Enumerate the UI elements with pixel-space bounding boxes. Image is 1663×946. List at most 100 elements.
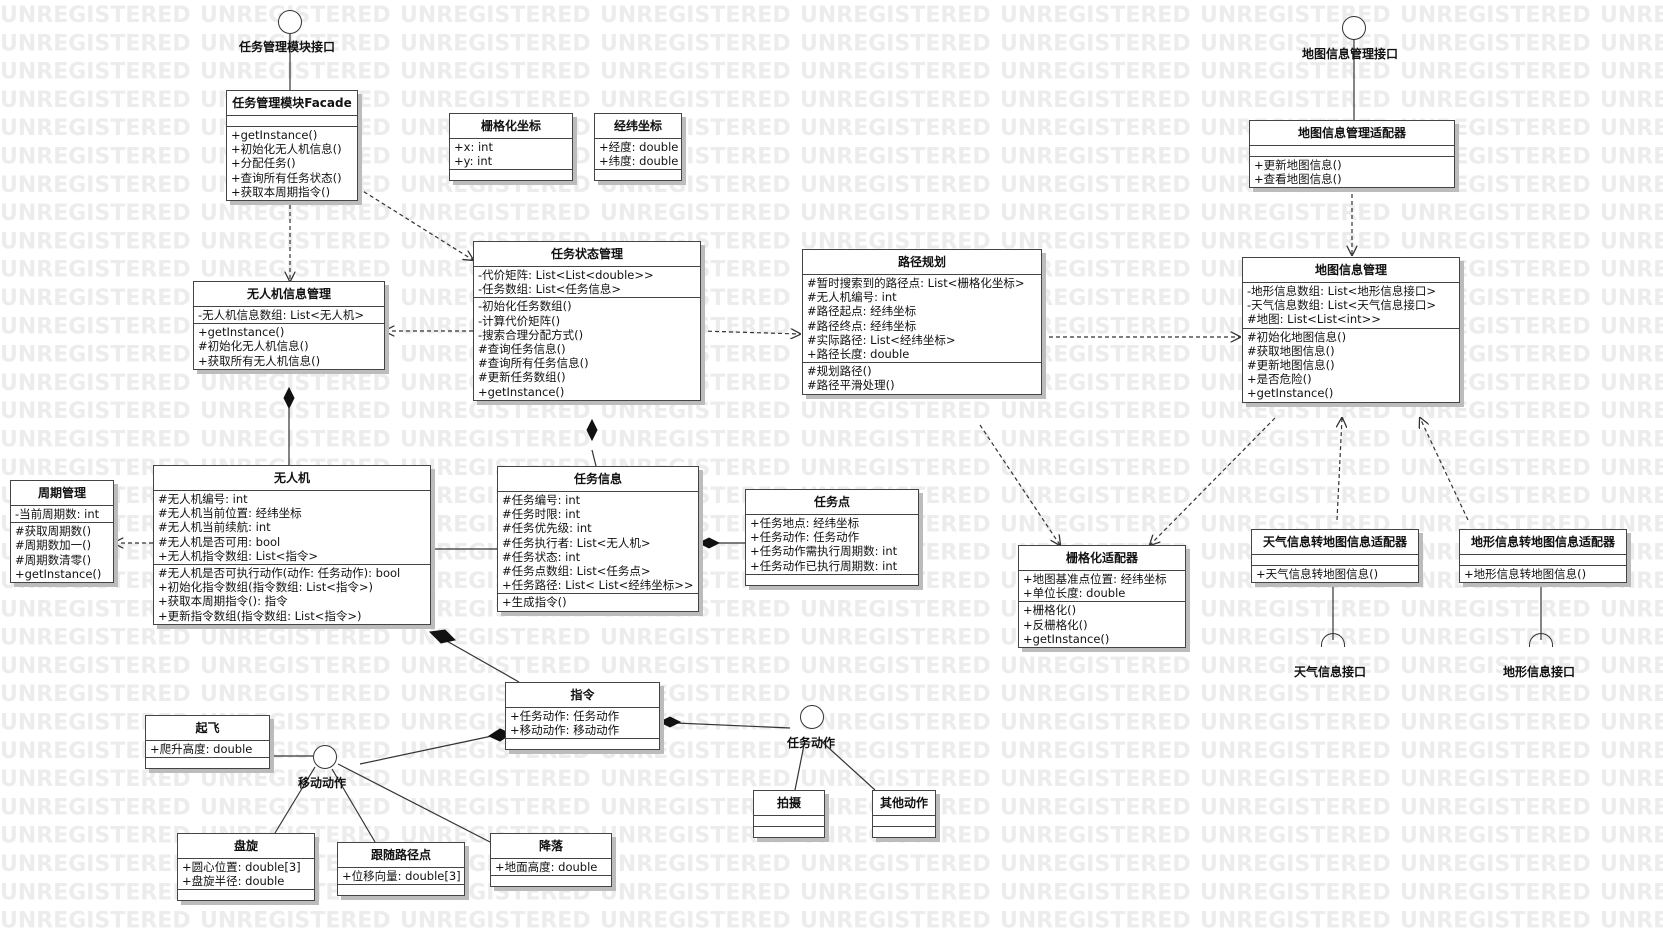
- class-takeoff[interactable]: 起飞+爬升高度: double: [145, 715, 270, 770]
- operation: +获取所有无人机信息(): [198, 353, 321, 368]
- class-map-adapter[interactable]: 地图信息管理适配器+更新地图信息()+查看地图信息(): [1249, 120, 1455, 189]
- attribute: #无人机是否可用: bool: [158, 534, 281, 549]
- move-to-follow: [331, 768, 376, 843]
- class-photo[interactable]: 拍摄: [753, 790, 825, 838]
- class-grid-adapter[interactable]: 栅格化适配器+地图基准点位置: 经纬坐标+单位长度: double+栅格化()+…: [1018, 545, 1186, 649]
- attribute: +单位长度: double: [1023, 586, 1126, 601]
- attributes-compartment: -当前周期数: int: [11, 506, 113, 524]
- operation: #查询所有任务信息(): [478, 356, 589, 371]
- operation: +是否危险(): [1247, 372, 1312, 387]
- operation: #更新地图信息(): [1247, 358, 1335, 373]
- class-task-info[interactable]: 任务信息#任务编号: int#任务时限: int#任务优先级: int#任务执行…: [497, 466, 699, 612]
- operation: +地形信息转地图信息(): [1464, 567, 1587, 581]
- move-to-hover: [274, 766, 316, 834]
- class-terrain-adapter[interactable]: 地形信息转地图信息适配器+地形信息转地图信息(): [1459, 529, 1627, 584]
- operations-compartment: [450, 170, 572, 180]
- operation: +生成指令(): [502, 595, 567, 610]
- class-name: 地图信息管理适配器: [1250, 121, 1454, 146]
- attribute: +y: int: [454, 154, 493, 169]
- move-to-land: [337, 763, 491, 843]
- attribute: +x: int: [454, 140, 493, 154]
- attributes-compartment: -代价矩阵: List<List<double>>-任务数组: List<任务信…: [474, 267, 700, 299]
- attribute: -无人机信息数组: List<无人机>: [198, 308, 365, 322]
- operations-compartment: #无人机是否可执行动作(动作: 任务动作): bool+初始化指令数组(指令数组…: [154, 565, 430, 624]
- class-follow-waypoint[interactable]: 跟随路径点+位移向量: double[3]: [337, 842, 465, 897]
- weather-adapter-to-map-mgr: [1337, 418, 1342, 521]
- class-name: 天气信息转地图信息适配器: [1252, 530, 1418, 555]
- attribute: +圆心位置: double[3]: [182, 860, 301, 874]
- attributes-compartment: +位移向量: double[3]: [338, 868, 464, 886]
- move-action-label: 移动动作: [298, 776, 347, 790]
- class-path-planning[interactable]: 路径规划#暂时搜索到的路径点: List<栅格化坐标>#无人机编号: int#路…: [802, 249, 1042, 395]
- operations-compartment: [338, 885, 464, 895]
- attribute: -天气信息数组: List<天气信息接口>: [1247, 298, 1437, 313]
- attribute: +爬升高度: double: [150, 742, 253, 756]
- diamond-task-info: [697, 537, 721, 549]
- class-other-action[interactable]: 其他动作: [872, 790, 936, 838]
- class-name: 盘旋: [178, 834, 314, 859]
- operations-compartment: [146, 758, 269, 768]
- operation: #规划路径(): [807, 364, 872, 379]
- attribute: -当前周期数: int: [15, 507, 100, 521]
- class-name: 经纬坐标: [595, 114, 681, 139]
- operations-compartment: +地形信息转地图信息(): [1460, 566, 1626, 582]
- attributes-compartment: +任务动作: 任务动作+移动动作: 移动动作: [506, 708, 659, 740]
- class-name: 任务信息: [498, 467, 698, 492]
- attributes-compartment: #暂时搜索到的路径点: List<栅格化坐标>#无人机编号: int#路径起点:…: [803, 275, 1041, 364]
- operation: +getInstance(): [198, 325, 285, 340]
- class-uav[interactable]: 无人机#无人机编号: int#无人机当前位置: 经纬坐标#无人机当前续航: in…: [153, 465, 431, 625]
- attribute: +任务动作: 任务动作: [510, 709, 620, 723]
- attribute: #无人机当前续航: int: [158, 520, 271, 535]
- attributes-compartment: +x: int+y: int: [450, 139, 572, 171]
- class-name: 栅格化坐标: [450, 114, 572, 139]
- class-name: 地图信息管理: [1243, 258, 1459, 283]
- attribute: +地面高度: double: [495, 860, 598, 874]
- operation: +getInstance(): [1247, 386, 1334, 401]
- class-task-point[interactable]: 任务点+任务地点: 经纬坐标+任务动作: 任务动作+任务动作需执行周期数: in…: [745, 489, 919, 586]
- class-uav-manager[interactable]: 无人机信息管理-无人机信息数组: List<无人机>+getInstance()…: [193, 281, 385, 370]
- attribute: +经度: double: [599, 140, 679, 154]
- operations-compartment: [746, 575, 918, 585]
- attribute: #无人机编号: int: [158, 492, 248, 506]
- class-cycle-manager[interactable]: 周期管理-当前周期数: int#获取周期数()#周期数加一()#周期数清零()+…: [10, 480, 114, 584]
- operation: #更新任务数组(): [478, 370, 566, 385]
- operation: #初始化地图信息(): [1247, 329, 1347, 344]
- operation: -初始化任务数组(): [478, 299, 572, 314]
- attribute: +无人机指令数组: List<指令>: [158, 548, 319, 563]
- attribute: +任务动作已执行周期数: int: [750, 558, 898, 573]
- class-name: 跟随路径点: [338, 843, 464, 868]
- operation: #周期数清零(): [15, 552, 92, 567]
- operation: #无人机是否可执行动作(动作: 任务动作): bool: [158, 566, 401, 581]
- map-interface-icon: [1342, 16, 1366, 40]
- operation: +getInstance(): [231, 128, 318, 142]
- operation: #获取地图信息(): [1247, 343, 1335, 358]
- operations-compartment: +getInstance()+初始化无人机信息()+分配任务()+查询所有任务状…: [227, 127, 357, 200]
- class-name: 栅格化适配器: [1019, 546, 1185, 571]
- class-geo-coordinate[interactable]: 经纬坐标+经度: double+纬度: double: [594, 113, 682, 182]
- operations-compartment: #初始化地图信息()#获取地图信息()#更新地图信息()+是否危险()+getI…: [1243, 329, 1459, 402]
- map-interface-label: 地图信息管理接口: [1302, 47, 1399, 61]
- class-weather-adapter[interactable]: 天气信息转地图信息适配器 +天气信息转地图信息(): [1251, 529, 1419, 584]
- attributes-compartment: #无人机编号: int#无人机当前位置: 经纬坐标#无人机当前续航: int#无…: [154, 491, 430, 566]
- class-land[interactable]: 降落+地面高度: double: [490, 833, 612, 888]
- operation: +getInstance(): [478, 384, 565, 399]
- terrain-interface-label: 地形信息接口: [1503, 665, 1576, 679]
- class-task-facade[interactable]: 任务管理模块Facade+getInstance()+初始化无人机信息()+分配…: [226, 90, 358, 202]
- class-map-manager[interactable]: 地图信息管理-地形信息数组: List<地形信息接口>-天气信息数组: List…: [1242, 257, 1460, 403]
- task-interface-label: 任务管理模块接口: [239, 40, 336, 54]
- class-name: 无人机: [154, 466, 430, 491]
- class-hover[interactable]: 盘旋+圆心位置: double[3]+盘旋半径: double: [177, 833, 315, 902]
- operations-compartment: [873, 827, 935, 837]
- attributes-compartment: +经度: double+纬度: double: [595, 139, 681, 171]
- operations-compartment: +天气信息转地图信息(): [1252, 566, 1418, 582]
- uav-to-command: [444, 639, 520, 683]
- attribute: #路径终点: 经纬坐标: [807, 318, 917, 333]
- class-name: 任务点: [746, 490, 918, 515]
- diamond-uav-mgr: [283, 386, 295, 410]
- attribute: +任务路径: List< List<经纬坐标>>: [502, 578, 694, 593]
- attributes-compartment: +地面高度: double: [491, 859, 611, 877]
- class-command[interactable]: 指令+任务动作: 任务动作+移动动作: 移动动作: [505, 682, 660, 751]
- attribute: #无人机当前位置: 经纬坐标: [158, 506, 302, 521]
- class-grid-coordinate[interactable]: 栅格化坐标+x: int+y: int: [449, 113, 573, 182]
- class-task-state-manager[interactable]: 任务状态管理-代价矩阵: List<List<double>>-任务数组: Li…: [473, 241, 701, 401]
